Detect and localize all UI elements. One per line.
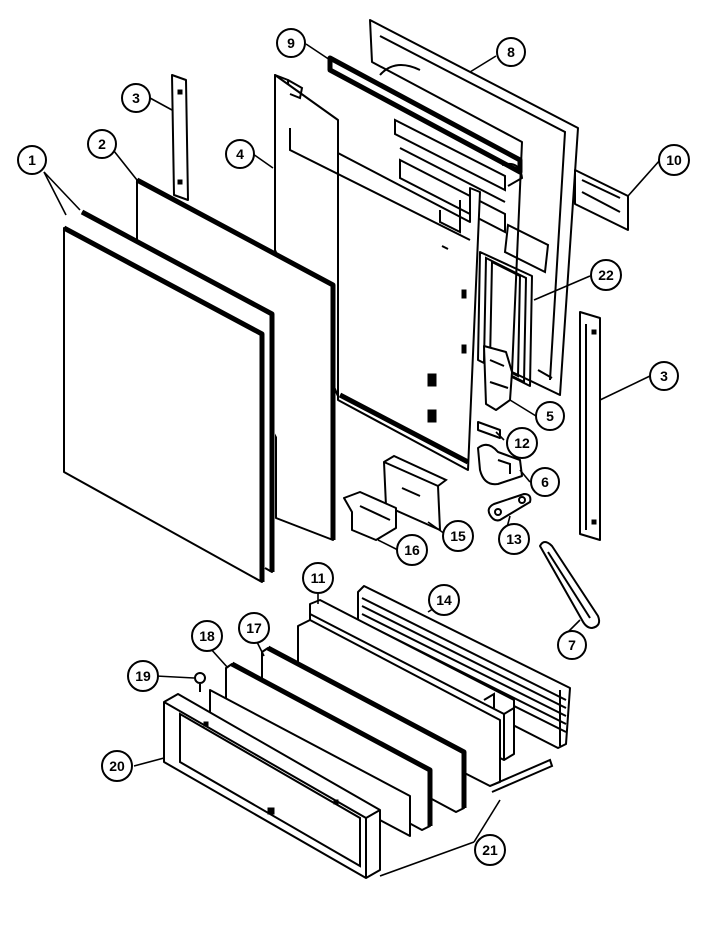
callout-10: 10 (658, 144, 690, 176)
svg-text:4: 4 (236, 146, 244, 162)
callout-3-right: 3 (649, 361, 679, 391)
callout-16: 16 (396, 534, 428, 566)
callout-18: 18 (191, 620, 223, 652)
svg-text:2: 2 (98, 136, 106, 152)
part-7-seal-strip (539, 541, 601, 629)
part-22-gasket (477, 251, 533, 387)
part-20-front-frame (163, 693, 381, 879)
part-1-outer-door-panel (62, 209, 275, 583)
part-6-bracket (477, 443, 523, 486)
svg-text:9: 9 (287, 35, 295, 51)
part-13-link (487, 493, 532, 522)
callout-21: 21 (474, 834, 506, 866)
svg-text:3: 3 (660, 368, 668, 384)
leader-lines (43, 43, 661, 877)
part-18-panel (209, 661, 433, 837)
svg-text:14: 14 (436, 592, 452, 608)
svg-text:5: 5 (546, 408, 554, 424)
callout-5: 5 (535, 401, 565, 431)
svg-text:20: 20 (109, 758, 125, 774)
svg-text:18: 18 (199, 628, 215, 644)
callout-15: 15 (442, 520, 474, 552)
callout-13: 13 (498, 523, 530, 555)
part-3-left-strip (171, 74, 189, 201)
callout-17: 17 (238, 612, 270, 644)
callout-1: 1 (17, 145, 47, 175)
svg-text:16: 16 (404, 542, 420, 558)
svg-text:12: 12 (514, 435, 530, 451)
svg-text:6: 6 (541, 474, 549, 490)
svg-text:21: 21 (482, 842, 498, 858)
callout-12: 12 (506, 427, 538, 459)
svg-text:22: 22 (598, 267, 614, 283)
callout-22: 22 (590, 259, 622, 291)
callout-3-left: 3 (121, 83, 151, 113)
part-3-right-strip (579, 311, 601, 541)
svg-text:19: 19 (135, 668, 151, 684)
part-19-screw (194, 672, 206, 692)
callout-11: 11 (302, 562, 334, 594)
svg-text:7: 7 (568, 637, 576, 653)
callout-9: 9 (276, 28, 306, 58)
callout-7: 7 (557, 630, 587, 660)
svg-text:13: 13 (506, 531, 522, 547)
svg-text:17: 17 (246, 620, 262, 636)
callout-19: 19 (127, 660, 159, 692)
callout-6: 6 (530, 467, 560, 497)
callout-2: 2 (87, 129, 117, 159)
svg-text:10: 10 (666, 152, 682, 168)
svg-text:8: 8 (507, 44, 515, 60)
part-12-tab (477, 421, 501, 439)
callout-4: 4 (225, 139, 255, 169)
callout-14: 14 (428, 584, 460, 616)
part-10-end-bracket (574, 169, 629, 231)
callout-20: 20 (101, 750, 133, 782)
svg-text:1: 1 (28, 152, 36, 168)
svg-text:15: 15 (450, 528, 466, 544)
part-5-latch-assembly (483, 345, 513, 411)
part-16-hinge-bracket (343, 491, 397, 541)
svg-text:11: 11 (311, 570, 326, 586)
part-9-top-trim (327, 55, 524, 187)
svg-text:3: 3 (132, 90, 140, 106)
callout-8: 8 (496, 37, 526, 67)
